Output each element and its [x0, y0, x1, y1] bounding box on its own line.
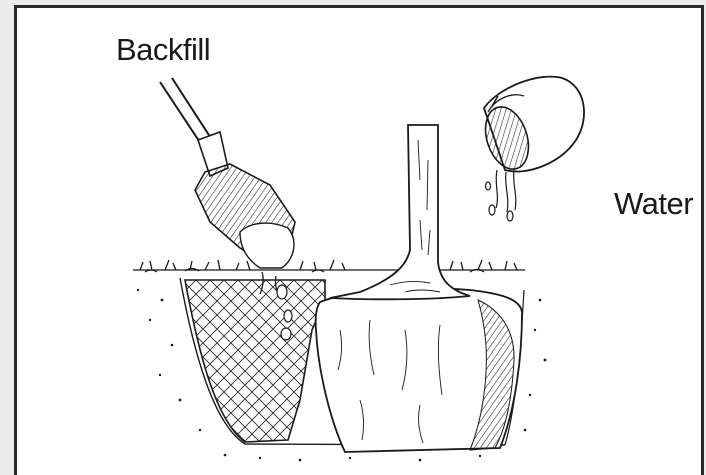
water-label: Water — [614, 186, 693, 222]
ground-surface — [133, 260, 525, 272]
tree-trunk — [330, 125, 470, 299]
water-bucket — [478, 77, 584, 175]
water-stream — [486, 170, 516, 221]
backfill-label: Backfill — [116, 32, 210, 68]
root-ball — [316, 289, 522, 453]
